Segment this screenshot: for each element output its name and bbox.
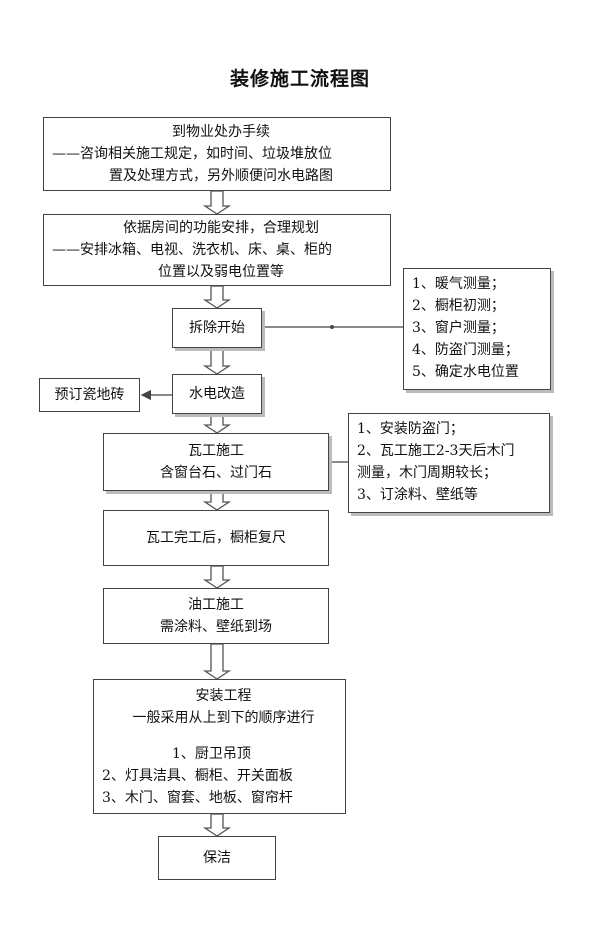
arrow-step4-to-step5 [202, 413, 232, 434]
step-installation: 安装工程 一般采用从上到下的顺序进行 1、厨卫吊顶 2、灯具洁具、橱柜、开关面板… [93, 679, 346, 814]
measurement-item-2: 2、橱柜初测； [412, 298, 505, 314]
connector-dot [330, 325, 334, 329]
step-1-detail-2: 置及处理方式，另外顺便问水电路图 [109, 168, 333, 184]
step-2-detail-2: 位置以及弱电位置等 [158, 264, 284, 280]
arrow-step7-to-step8 [202, 643, 232, 680]
step-property-procedures: 到物业处办手续 ——咨询相关施工规定，如时间、垃圾堆放位 置及处理方式，另外顺便… [43, 117, 391, 191]
measurement-item-4: 4、防盗门测量； [412, 342, 519, 358]
step-cleaning: 保洁 [158, 836, 276, 880]
arrow-step6-to-step7 [202, 565, 232, 589]
step-8-item-1: 1、厨卫吊顶 [172, 745, 251, 762]
arrow-step3-to-step4 [202, 347, 232, 375]
step-1-detail-1: ——咨询相关施工规定，如时间、垃圾堆放位 [52, 146, 332, 162]
step-9-label: 保洁 [203, 850, 231, 866]
step-2-heading: 依据房间的功能安排，合理规划 [123, 220, 319, 236]
step-7-heading: 油工施工 [188, 597, 244, 613]
step-2-detail-1: ——安排冰箱、电视、洗衣机、床、桌、柜的 [52, 242, 332, 258]
arrow-step2-to-step3 [202, 285, 232, 309]
step-8-subheading: 一般采用从上到下的顺序进行 [132, 709, 315, 726]
step-1-heading: 到物业处办手续 [172, 124, 270, 140]
door-note-3: 测量，木门周期较长； [357, 465, 497, 481]
measurement-item-1: 1、暖气测量； [412, 276, 505, 292]
step-5-heading: 瓦工施工 [188, 443, 244, 459]
step-5-detail: 含窗台石、过门石 [160, 465, 272, 481]
side-note-measurements: 1、暖气测量； 2、橱柜初测； 3、窗户测量； 4、防盗门测量； 5、确定水电位… [403, 268, 551, 390]
side-note-doors: 1、安装防盗门； 2、瓦工施工2-3天后木门 测量，木门周期较长； 3、订涂料、… [348, 413, 550, 513]
step-8-heading: 安装工程 [195, 687, 252, 704]
page-title: 装修施工流程图 [229, 68, 370, 90]
arrow-step1-to-step2 [202, 190, 232, 215]
arrow-step8-to-step9 [202, 813, 232, 837]
arrow-step5-to-step6 [202, 490, 232, 511]
measurement-item-3: 3、窗户测量； [412, 320, 505, 336]
door-note-4: 3、订涂料、壁纸等 [357, 487, 478, 503]
side-note-tiles: 预订瓷地砖 [39, 378, 140, 412]
door-note-1: 1、安装防盗门； [357, 421, 464, 437]
step-planning: 依据房间的功能安排，合理规划 ——安排冰箱、电视、洗衣机、床、桌、柜的 位置以及… [43, 214, 391, 286]
step-painting: 油工施工 需涂料、壁纸到场 [103, 588, 329, 644]
step-3-label: 拆除开始 [189, 320, 245, 336]
step-6-label: 瓦工完工后，橱柜复尺 [146, 530, 286, 546]
step-demolition: 拆除开始 [172, 308, 262, 348]
step-8-item-2: 2、灯具洁具、橱柜、开关面板 [102, 767, 293, 784]
step-8-item-3: 3、木门、窗套、地板、窗帘杆 [102, 789, 293, 806]
step-7-detail: 需涂料、壁纸到场 [160, 619, 272, 635]
step-cabinet-remeasure: 瓦工完工后，橱柜复尺 [103, 510, 329, 566]
step-tiling: 瓦工施工 含窗台石、过门石 [103, 433, 329, 491]
measurement-item-5: 5、确定水电位置 [412, 364, 519, 380]
step-4-label: 水电改造 [189, 386, 245, 402]
step-plumbing-electrical: 水电改造 [172, 374, 262, 414]
door-note-2: 2、瓦工施工2-3天后木门 [357, 443, 515, 459]
tiles-label: 预订瓷地砖 [54, 387, 125, 403]
